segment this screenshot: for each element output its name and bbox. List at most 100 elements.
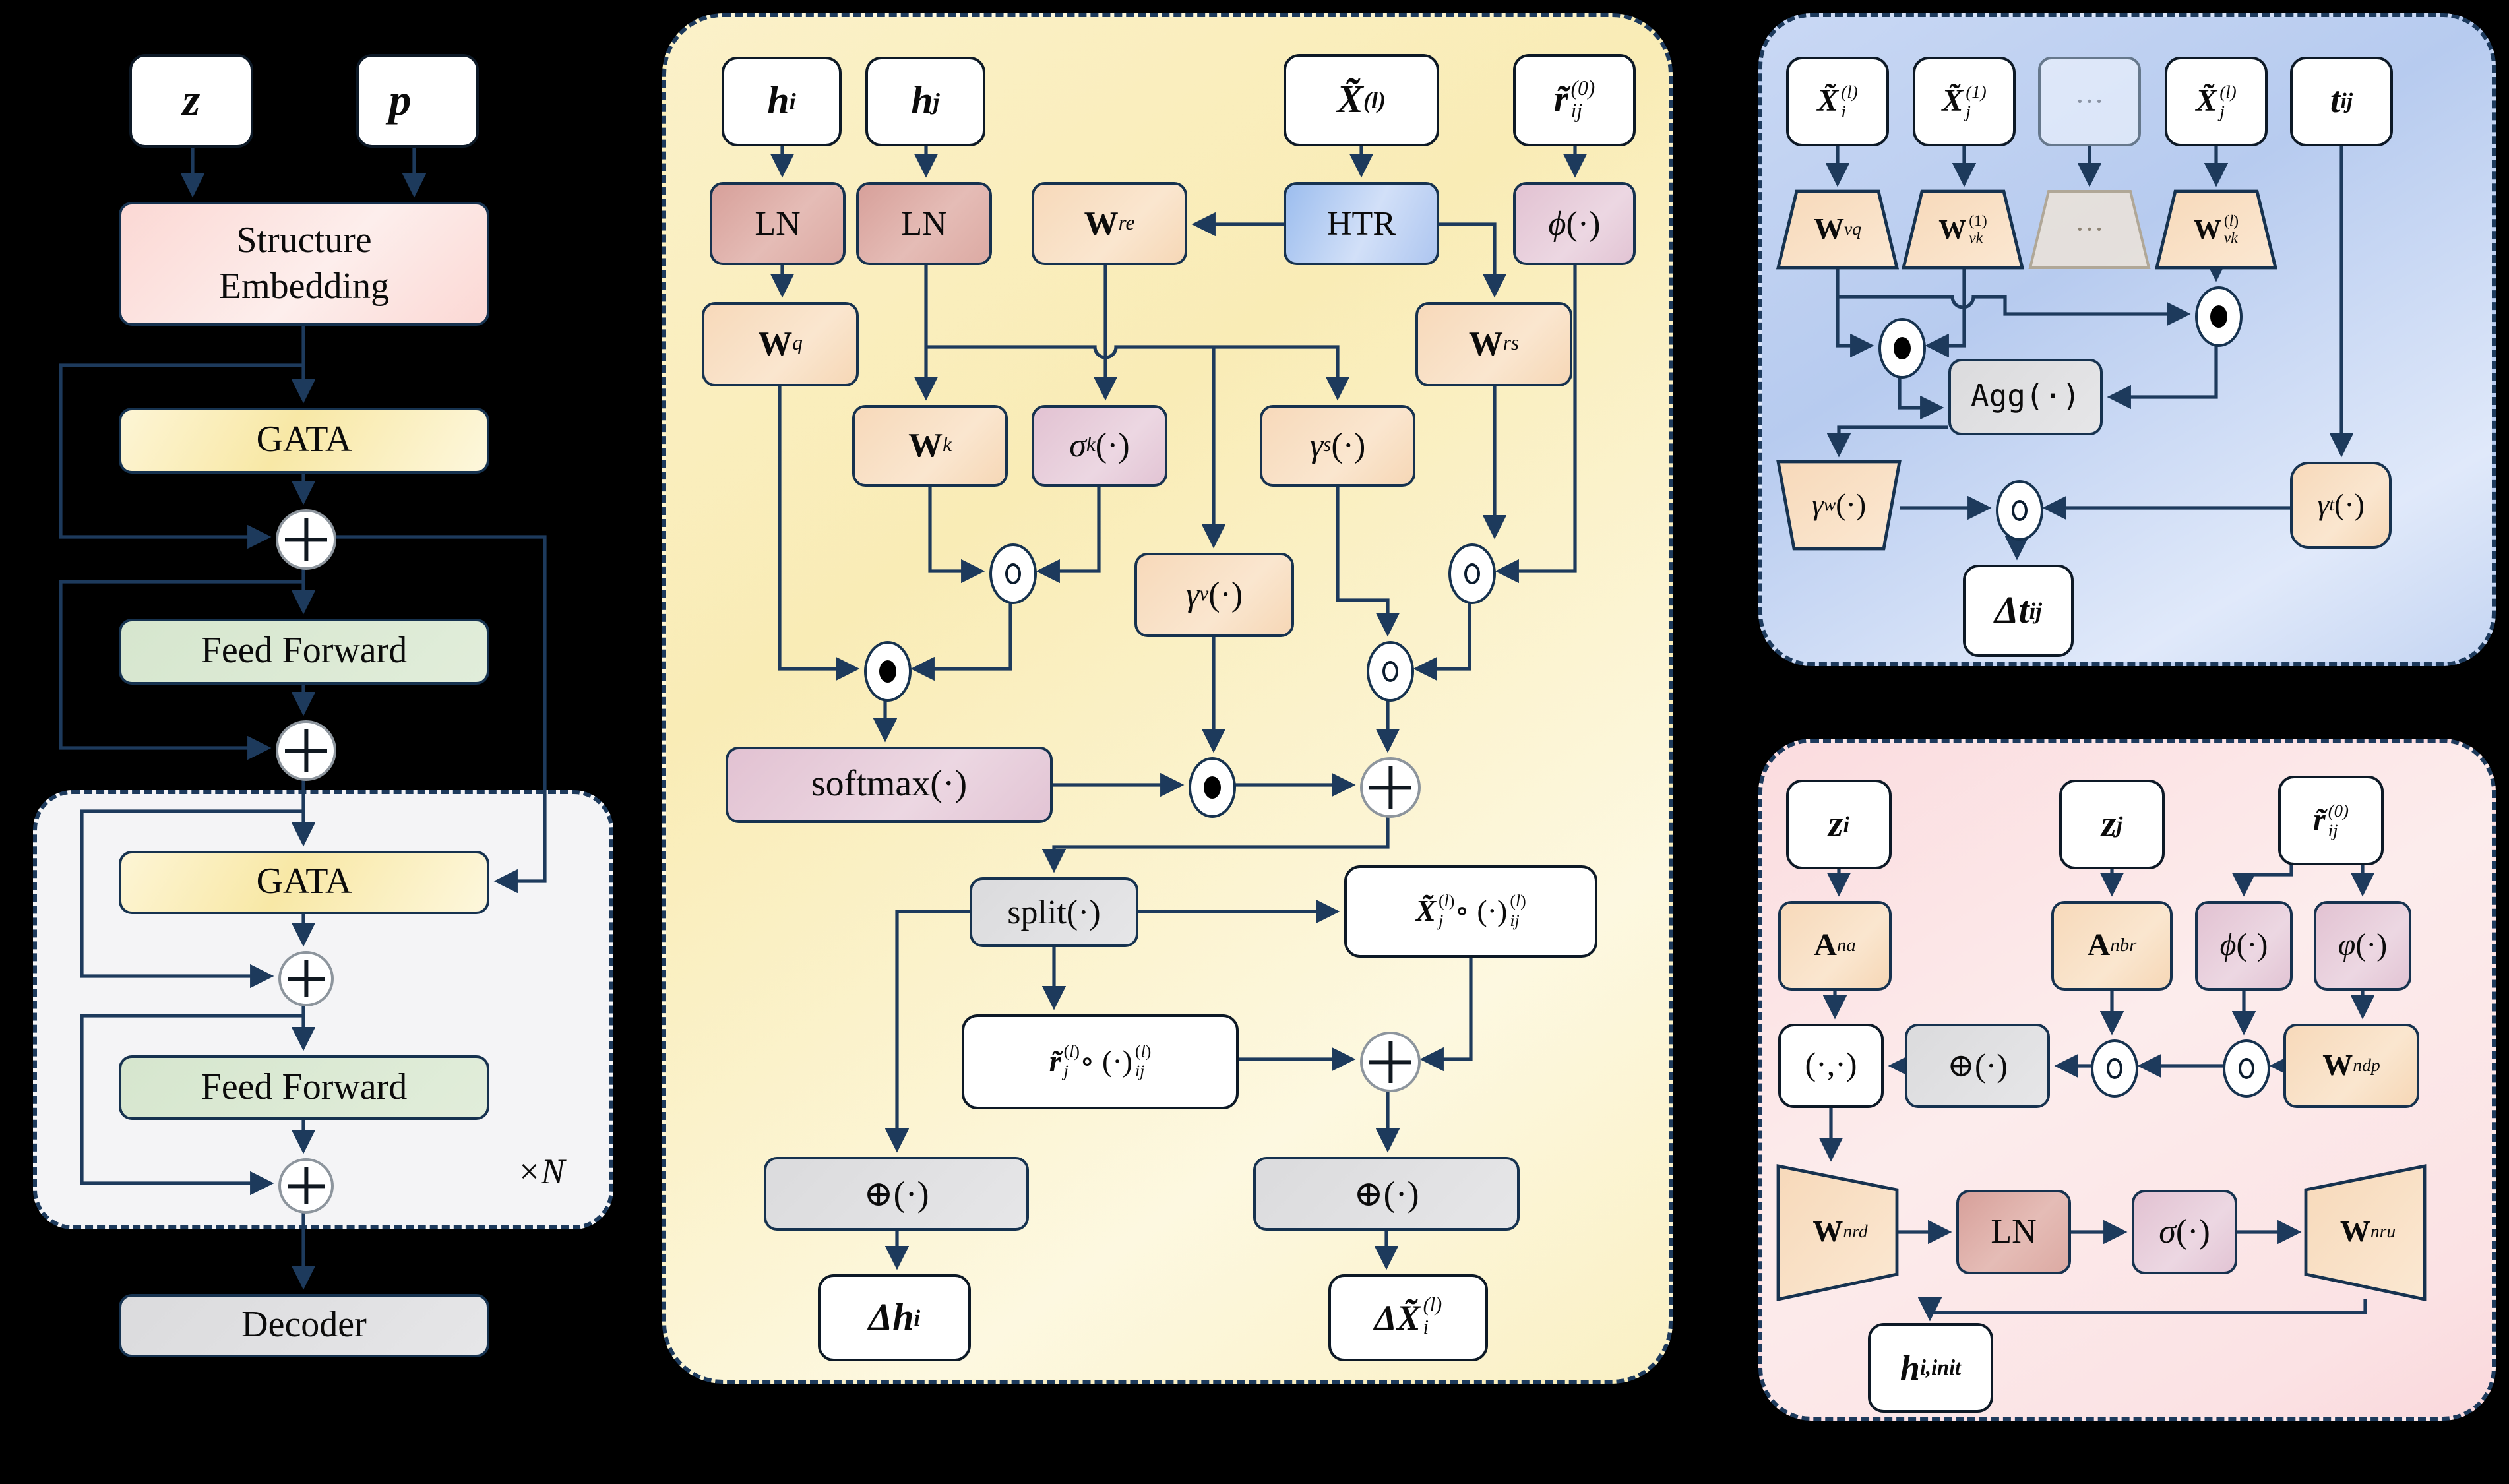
- w-vk1-trapezoid-label: W(1)vk: [1938, 212, 1987, 246]
- concat-right-block: ⊕(·): [1253, 1157, 1520, 1231]
- node-X-tilde-l: X̃(l): [1284, 54, 1439, 146]
- dot-product-icon: [2195, 286, 2243, 347]
- edge-phi-had: [1495, 265, 1577, 584]
- layernorm-i-block: LN: [710, 182, 846, 265]
- edge-add1-gata2-loop: [331, 535, 547, 894]
- edge-wvq-dotr-hop: [1838, 295, 2191, 326]
- edge-skip3: [80, 809, 303, 989]
- r-composition-block: r̃(l)j ∘ (·)(l)ij: [962, 1014, 1239, 1109]
- varphi-block: φ(·): [2314, 901, 2411, 991]
- repeat-count-label: ×N: [516, 1151, 565, 1190]
- hadamard-icon: [2091, 1039, 2138, 1098]
- wvkl-trapezoid: [2154, 189, 2278, 270]
- hadamard-icon: [1448, 543, 1496, 604]
- edge-dotl-agg: [1898, 373, 1944, 420]
- hadamard-icon: [1996, 480, 2043, 541]
- sigma-block: σ(·): [2132, 1190, 2237, 1274]
- node-r-tilde-ij0: r̃(0)ij: [2278, 776, 2384, 865]
- edge-ln-gammas-hop: [926, 345, 1350, 401]
- phi-block: ϕ(·): [2195, 901, 2293, 991]
- dot-product-icon: [1878, 318, 1926, 379]
- edge-split-concatl: [884, 910, 970, 1153]
- x-composition-block: X̃(l)j ∘ (·)(l)ij: [1344, 865, 1597, 958]
- add-icon: [278, 1158, 334, 1214]
- feed-forward-block-1: Feed Forward: [119, 619, 489, 685]
- wnru-trapezoid: [2304, 1164, 2427, 1301]
- edge-addmid-split: [1041, 813, 1390, 873]
- edge-had-dot: [910, 599, 1012, 681]
- add-icon: [1360, 1032, 1421, 1092]
- layernorm-block: LN: [1956, 1190, 2071, 1274]
- edge-wvk1-dotl: [1925, 268, 1966, 358]
- node-ellipsis: ···: [2038, 57, 2141, 146]
- edge-skip2: [59, 580, 303, 760]
- edge-sigmak-had: [1036, 487, 1101, 584]
- wvq-trapezoid: [1776, 189, 1900, 270]
- wnrd-trapezoid: [1776, 1164, 1899, 1301]
- concat-left-block: ⊕(·): [764, 1157, 1029, 1231]
- trapezoid-ellipsis-label: ···: [2075, 212, 2104, 245]
- htr-block: HTR: [1284, 182, 1439, 265]
- node-X-i-l: X̃(l)i: [1786, 57, 1889, 146]
- feed-forward-block-2: Feed Forward: [119, 1055, 489, 1120]
- edge-skip1: [59, 363, 303, 549]
- add-icon: [1360, 757, 1421, 818]
- add-icon: [276, 720, 336, 781]
- hadamard-icon: [2223, 1039, 2270, 1098]
- edge-Xcomp-addlow: [1419, 958, 1473, 1072]
- wvk1-trapezoid: [1901, 189, 2025, 270]
- decoder-block: Decoder: [119, 1294, 489, 1357]
- split-block: split(·): [970, 877, 1138, 947]
- edge-agg-gammaw: [1826, 425, 1948, 458]
- edge-skip4: [80, 1014, 303, 1196]
- edge-r-phib: [2231, 865, 2293, 897]
- node-z: z: [129, 54, 253, 148]
- layernorm-j-block: LN: [856, 182, 992, 265]
- node-X-j-1: X̃(1)j: [1913, 57, 2016, 146]
- softmax-block: softmax(·): [726, 747, 1053, 823]
- edge-htr-wrs: [1439, 222, 1507, 298]
- concat-block: ⊕(·): [1905, 1024, 2050, 1108]
- edge-wk-had: [928, 487, 985, 584]
- node-p-vector: p⃗: [356, 54, 479, 148]
- edge-wvq-dotl: [1836, 268, 1874, 358]
- edge-hads-hadlow: [1413, 599, 1471, 681]
- node-X-j-l: X̃(l)j: [2165, 57, 2268, 146]
- edge-wq-dot: [778, 386, 860, 681]
- dot-product-icon: [864, 641, 912, 702]
- hadamard-icon: [989, 543, 1037, 604]
- gammaw-trapezoid: [1776, 460, 1902, 551]
- pair-block: (·,·): [1778, 1024, 1884, 1108]
- gata-block-1: GATA: [119, 408, 489, 474]
- edge-gammas-hadlow: [1336, 487, 1400, 637]
- add-icon: [276, 509, 336, 570]
- phi-block: ϕ(·): [1513, 182, 1636, 265]
- gata-block-2: GATA: [119, 851, 489, 914]
- hadamard-icon: [1367, 641, 1414, 702]
- edge-wnru-hinit: [1917, 1297, 2367, 1322]
- edge-dotr-agg: [2107, 342, 2218, 410]
- agg-block: Agg(·): [1948, 359, 2103, 435]
- node-r-tilde-ij0: r̃(0)ij: [1513, 54, 1636, 146]
